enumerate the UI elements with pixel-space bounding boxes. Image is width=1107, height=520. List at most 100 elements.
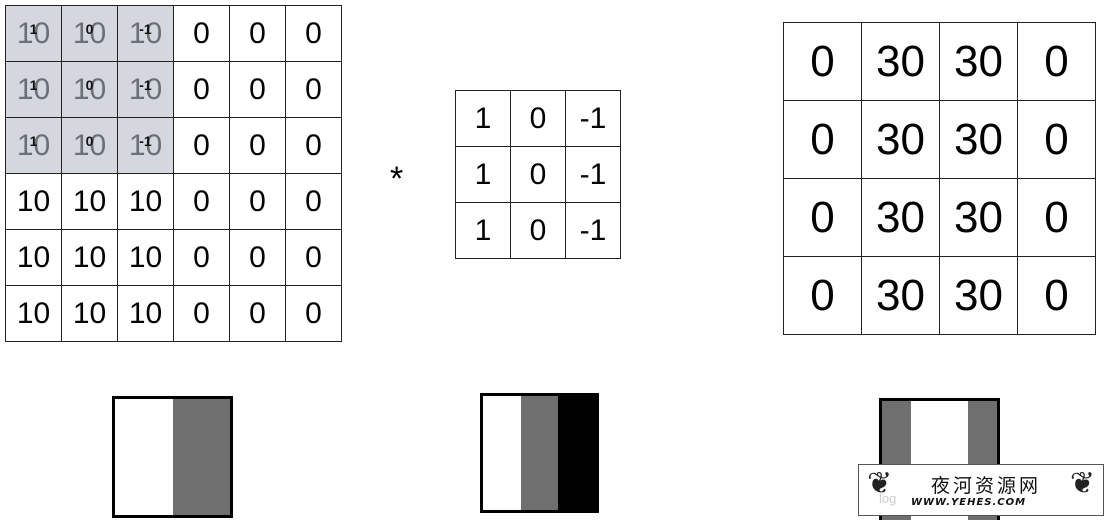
kernel-cell: -1 bbox=[565, 202, 621, 259]
output-cell: 30 bbox=[861, 22, 940, 101]
input-cell: 10 bbox=[5, 229, 62, 286]
input-cell: 10-1 bbox=[117, 5, 174, 62]
input-cell: 0 bbox=[173, 5, 230, 62]
input-cell: 0 bbox=[173, 173, 230, 230]
output-cell: 30 bbox=[939, 178, 1018, 257]
output-cell: 0 bbox=[1017, 22, 1096, 101]
input-cell: 0 bbox=[285, 117, 342, 174]
input-cell: 0 bbox=[285, 285, 342, 342]
kernel-weight-overlay: 0 bbox=[85, 77, 94, 93]
input-cell: 0 bbox=[229, 173, 286, 230]
input-cell: 10 bbox=[61, 173, 118, 230]
watermark-title: 夜河资源网 bbox=[931, 475, 1042, 497]
output-cell: 30 bbox=[939, 22, 1018, 101]
kernel-weight-overlay: 1 bbox=[29, 21, 38, 37]
kernel-cell: 0 bbox=[510, 202, 566, 259]
input-cell: 10-1 bbox=[117, 117, 174, 174]
output-cell: 0 bbox=[1017, 178, 1096, 257]
input-cell: 0 bbox=[285, 173, 342, 230]
output-cell: 0 bbox=[783, 256, 862, 335]
kernel-cell: 0 bbox=[510, 90, 566, 147]
input-stripe bbox=[172, 399, 230, 515]
output-cell: 30 bbox=[861, 178, 940, 257]
output-cell: 30 bbox=[861, 100, 940, 179]
kernel-cell: -1 bbox=[565, 90, 621, 147]
kernel-weight-overlay: -1 bbox=[139, 21, 152, 37]
kernel-weight-overlay: 0 bbox=[85, 133, 94, 149]
output-cell: 0 bbox=[1017, 100, 1096, 179]
kernel-weight-overlay: -1 bbox=[139, 133, 152, 149]
input-cell: 0 bbox=[173, 61, 230, 118]
output-cell: 30 bbox=[861, 256, 940, 335]
output-cell: 0 bbox=[783, 100, 862, 179]
input-cell: 0 bbox=[173, 285, 230, 342]
input-cell: 0 bbox=[285, 5, 342, 62]
output-cell: 30 bbox=[939, 100, 1018, 179]
kernel-cell: 1 bbox=[455, 90, 511, 147]
kernel-weight-overlay: 1 bbox=[29, 133, 38, 149]
output-cell: 30 bbox=[939, 256, 1018, 335]
kernel-cell: 1 bbox=[455, 146, 511, 203]
input-cell: 10 bbox=[117, 229, 174, 286]
output-cell: 0 bbox=[783, 22, 862, 101]
kernel-visualization bbox=[480, 393, 599, 513]
input-cell: 0 bbox=[229, 285, 286, 342]
output-cell: 0 bbox=[1017, 256, 1096, 335]
input-cell: 0 bbox=[173, 229, 230, 286]
kernel-weight-overlay: 1 bbox=[29, 77, 38, 93]
input-cell: 0 bbox=[229, 229, 286, 286]
convolution-operator: * bbox=[390, 160, 404, 198]
kernel-cell: 0 bbox=[510, 146, 566, 203]
kernel-weight-overlay: 0 bbox=[85, 21, 94, 37]
kernel-stripe bbox=[558, 396, 597, 510]
watermark-badge: ❦ log 夜河资源网 WWW.YEHES.COM ❦ bbox=[858, 464, 1104, 516]
kernel-cell: -1 bbox=[565, 146, 621, 203]
input-cell: 10 bbox=[61, 229, 118, 286]
input-cell: 10 bbox=[5, 173, 62, 230]
input-cell: 10 bbox=[61, 285, 118, 342]
input-cell: 10-1 bbox=[117, 61, 174, 118]
input-stripe bbox=[115, 399, 173, 515]
kernel-cell: 1 bbox=[455, 202, 511, 259]
input-cell: 0 bbox=[285, 229, 342, 286]
kernel-weight-overlay: -1 bbox=[139, 77, 152, 93]
kernel-stripe bbox=[483, 396, 521, 510]
input-cell: 0 bbox=[173, 117, 230, 174]
watermark-url: WWW.YEHES.COM bbox=[911, 497, 1027, 508]
output-cell: 0 bbox=[783, 178, 862, 257]
input-cell: 10 bbox=[117, 173, 174, 230]
flourish-right-icon: ❦ bbox=[1069, 467, 1095, 500]
input-cell: 0 bbox=[229, 5, 286, 62]
input-cell: 10 bbox=[117, 285, 174, 342]
input-cell: 0 bbox=[285, 61, 342, 118]
input-cell: 10 bbox=[5, 285, 62, 342]
input-cell: 0 bbox=[229, 61, 286, 118]
input-visualization bbox=[112, 396, 233, 518]
input-cell: 0 bbox=[229, 117, 286, 174]
watermark-faint-text: log bbox=[879, 491, 897, 506]
flourish-left-icon: ❦ bbox=[867, 467, 893, 500]
kernel-stripe bbox=[520, 396, 559, 510]
